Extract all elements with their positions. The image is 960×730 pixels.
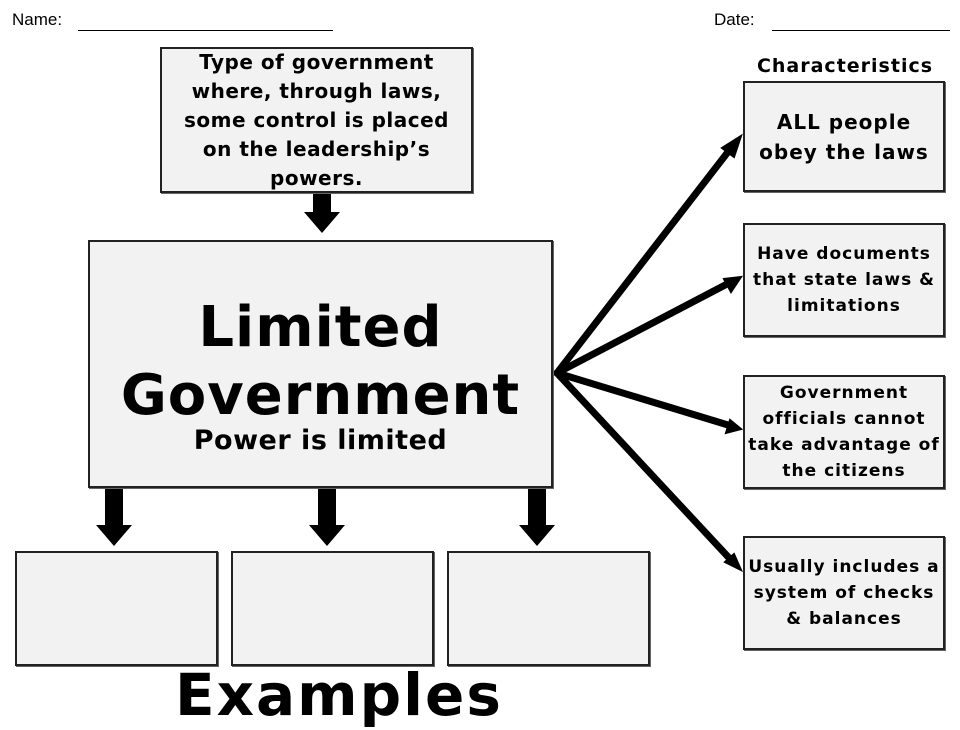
main-title: Limited Government xyxy=(120,295,521,428)
characteristic-text: Government officials cannot take advanta… xyxy=(748,383,940,481)
arrow-to-char-1 xyxy=(553,144,735,377)
characteristics-heading: Characteristics xyxy=(756,55,934,77)
arrow-definition-to-main xyxy=(304,193,340,233)
arrow-to-char-3 xyxy=(553,369,732,429)
characteristic-text: Usually includes a system of checks & ba… xyxy=(748,557,940,629)
example-box-2[interactable] xyxy=(231,551,434,666)
arrow-main-to-example-3 xyxy=(519,489,555,546)
date-label: Date: xyxy=(714,10,755,29)
characteristic-box: Have documents that state laws & limitat… xyxy=(743,223,945,337)
main-subtitle: Power is limited xyxy=(193,425,448,456)
characteristic-text: ALL people obey the laws xyxy=(759,109,929,164)
arrow-main-to-example-1 xyxy=(96,489,132,546)
example-box-1[interactable] xyxy=(15,551,218,666)
characteristic-text: Have documents that state laws & limitat… xyxy=(753,244,935,316)
definition-text: Type of government where, through laws, … xyxy=(184,49,449,190)
arrow-to-char-2 xyxy=(553,279,733,377)
characteristic-box: ALL people obey the laws xyxy=(743,81,945,192)
examples-label: Examples xyxy=(175,661,503,729)
name-blank-line[interactable] xyxy=(78,30,333,31)
characteristic-box: Government officials cannot take advanta… xyxy=(743,375,945,489)
arrow-to-char-4 xyxy=(553,369,735,564)
arrow-main-to-example-2 xyxy=(309,489,345,546)
example-box-3[interactable] xyxy=(447,551,650,666)
name-label: Name: xyxy=(12,10,63,29)
date-blank-line[interactable] xyxy=(772,30,950,31)
characteristic-box: Usually includes a system of checks & ba… xyxy=(743,536,945,650)
main-concept-box: Limited Government Power is limited xyxy=(88,240,553,488)
definition-box: Type of government where, through laws, … xyxy=(160,47,473,193)
